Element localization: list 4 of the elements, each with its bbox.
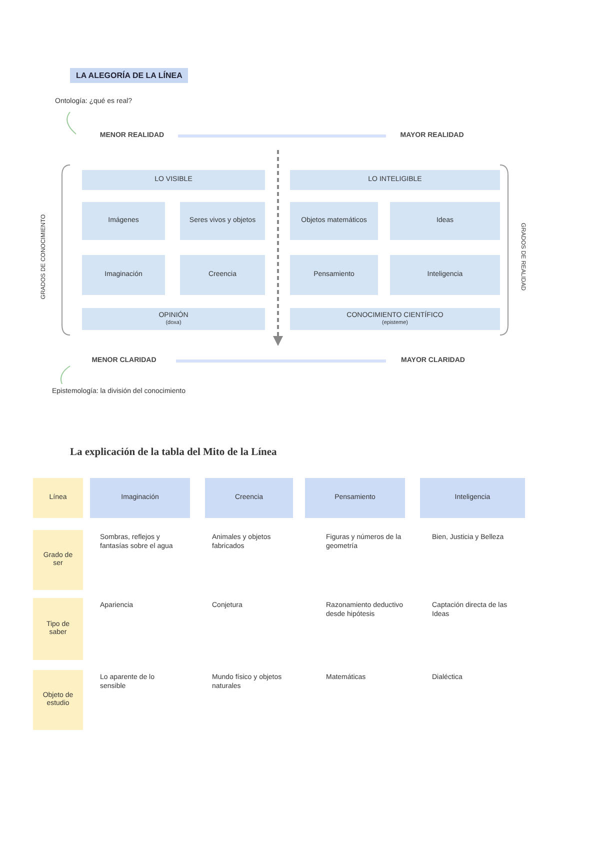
- title-heading: LA ALEGORÍA DE LA LÍNEA: [70, 68, 188, 83]
- connector-bar: [176, 360, 386, 362]
- connector-bar: [178, 134, 386, 138]
- section-heading: La explicación de la tabla del Mito de la Línea: [70, 446, 278, 460]
